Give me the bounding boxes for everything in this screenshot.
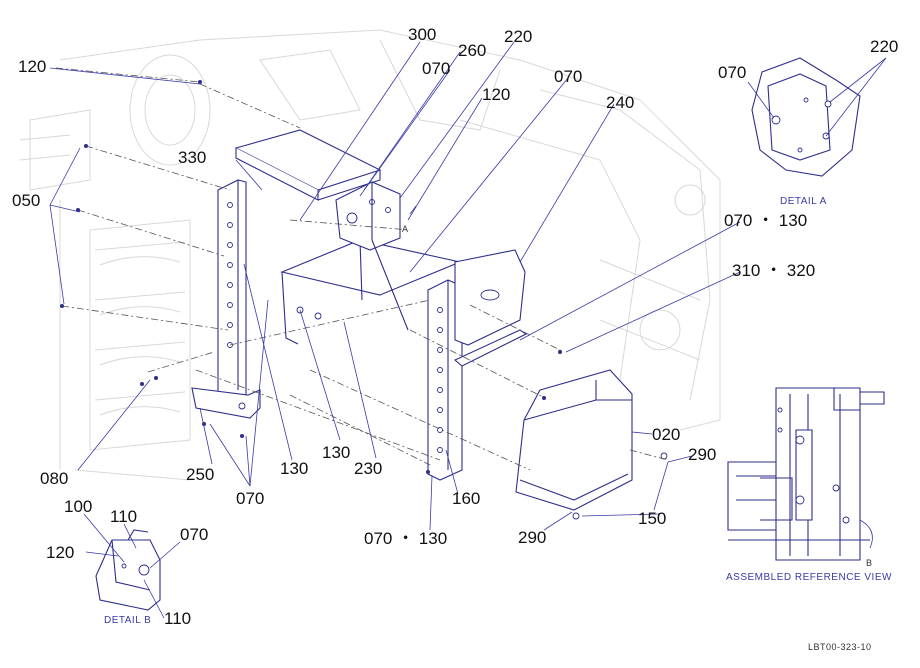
callout-070-130-bottom: 070 ・ 130 [364, 529, 447, 548]
view-marker-b: B [866, 558, 873, 568]
part-240-angled-bracket [453, 249, 528, 367]
part-330-left-bracket [217, 179, 247, 406]
detail-b-callout-070: 070 [180, 525, 208, 544]
callout-290-bottom: 290 [518, 528, 546, 547]
detail-b-callout-120: 120 [46, 543, 74, 562]
detail-b-callout-100: 100 [64, 497, 92, 516]
background-tractor-outline [19, 29, 721, 481]
callout-050: 050 [12, 191, 40, 210]
callout-070-mid: 070 [554, 67, 582, 86]
callout-220-top: 220 [504, 27, 532, 46]
detail-b-callout-110-bottom: 110 [164, 609, 191, 628]
assembled-reference-view [727, 387, 885, 561]
leader-lines [49, 41, 741, 531]
part-260-small-bracket [335, 181, 409, 331]
detail-b-view [83, 513, 181, 619]
view-marker-a-arrow [409, 205, 417, 215]
callout-020: 020 [652, 425, 680, 444]
callout-300: 300 [408, 25, 436, 44]
detail-b-callout-110-top: 110 [110, 507, 137, 526]
callout-160: 160 [452, 489, 480, 508]
callout-120-top: 120 [18, 57, 46, 76]
callout-130-left: 130 [280, 459, 308, 478]
assembled-view-caption: ASSEMBLED REFERENCE VIEW [726, 572, 892, 583]
callout-070-130-right: 070 ・ 130 [724, 211, 807, 230]
callout-250: 250 [186, 465, 214, 484]
callout-120-mid: 120 [482, 85, 510, 104]
callout-080: 080 [40, 469, 68, 488]
callout-290-right: 290 [688, 445, 716, 464]
detail-a-callout-070: 070 [718, 63, 746, 82]
callout-130-center: 130 [322, 443, 350, 462]
callout-070-top: 070 [422, 59, 450, 78]
drawing-code: LBT00-323-10 [808, 642, 872, 652]
detail-a-view [747, 57, 887, 177]
view-marker-a: A [402, 224, 409, 234]
callout-330: 330 [178, 148, 206, 167]
callout-260: 260 [458, 41, 486, 60]
part-020-box-cover [515, 369, 668, 520]
callout-070-left: 070 [236, 489, 264, 508]
callout-230: 230 [354, 459, 382, 478]
assembly-lines [55, 67, 669, 471]
callout-240: 240 [606, 93, 634, 112]
part-300-top-cover [234, 129, 382, 201]
detail-a-caption: DETAIL A [780, 196, 827, 207]
detail-a-callout-220: 220 [870, 37, 898, 56]
detail-b-caption: DETAIL B [104, 615, 151, 626]
callout-310-320: 310 ・ 320 [732, 261, 815, 280]
callout-150: 150 [638, 509, 666, 528]
part-250-bottom-bracket [191, 387, 261, 419]
